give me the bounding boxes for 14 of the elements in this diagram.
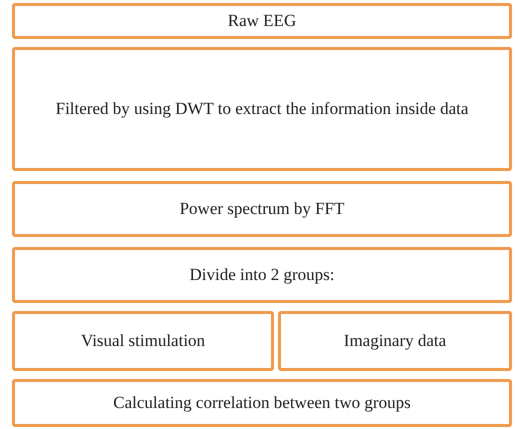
process-box [12, 47, 512, 171]
step-text: Calculating correlation between two groups [113, 392, 411, 414]
step-text: Divide into 2 groups: [190, 264, 334, 286]
process-box [12, 181, 512, 237]
process-box [278, 311, 512, 371]
step-text: Filtered by using DWT to extract the information inside data [56, 98, 468, 120]
step-text: Imaginary data [344, 330, 446, 352]
process-box [12, 379, 512, 427]
process-box [12, 247, 512, 303]
process-box [12, 3, 512, 39]
process-box [12, 311, 274, 371]
step-text: Power spectrum by FFT [180, 198, 344, 220]
step-text: Raw EEG [228, 10, 296, 32]
step-text: Visual stimulation [80, 330, 206, 352]
